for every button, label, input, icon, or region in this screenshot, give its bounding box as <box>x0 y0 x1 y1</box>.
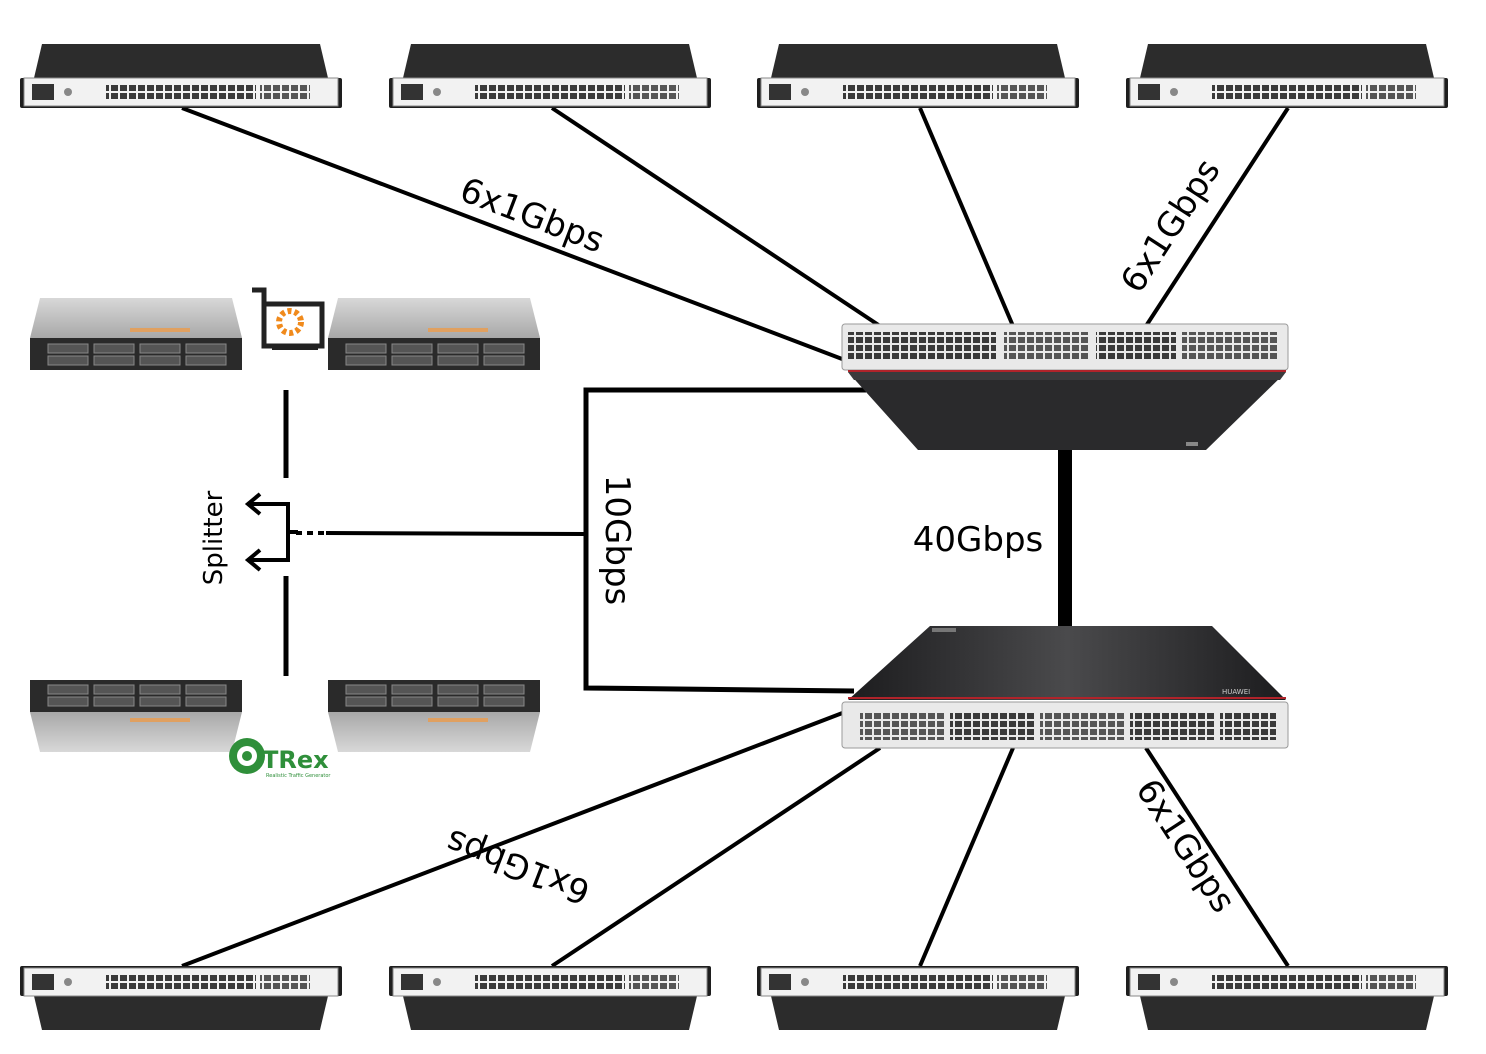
server-3 <box>30 680 242 752</box>
switch-brand-label: HUAWEI <box>1222 688 1250 696</box>
link-bottom-2 <box>550 746 882 968</box>
bottom-access-switch-2 <box>389 966 711 1030</box>
label-40gbps: 40Gbps <box>913 520 1044 560</box>
core-switch-upper <box>841 323 1289 450</box>
bottom-access-switch-4 <box>1126 966 1448 1030</box>
bottom-access-switch-3 <box>757 966 1079 1030</box>
bottom-access-switch-1 <box>20 966 342 1030</box>
label-bottom-left-6x1gbps: 6x1Gbps <box>441 821 596 912</box>
label-bottom-right-6x1gbps: 6x1Gbps <box>1127 772 1243 920</box>
link-top-4 <box>1144 106 1290 328</box>
link-splitter-feed <box>325 531 587 536</box>
splitter-icon <box>244 492 298 572</box>
link-bottom-1 <box>181 710 846 968</box>
label-10gbps: 10Gbps <box>597 475 637 606</box>
trex-title: TRex <box>262 746 329 774</box>
link-10g-bracket <box>583 387 866 694</box>
connection-lines <box>181 106 1290 968</box>
label-top-left-6x1gbps: 6x1Gbps <box>454 170 609 261</box>
trex-subtitle: Realistic Traffic Generator <box>266 773 331 779</box>
trex-logo: TRex Realistic Traffic Generator <box>229 738 331 779</box>
top-access-switch-1 <box>20 44 342 108</box>
bottom-access-switches <box>20 966 1448 1030</box>
top-access-switches <box>20 44 1448 108</box>
server-4 <box>328 680 540 752</box>
server-1 <box>30 298 242 370</box>
link-bottom-3 <box>918 747 1015 967</box>
top-access-switch-3 <box>757 44 1079 108</box>
nic-card-icon <box>252 287 325 350</box>
servers <box>30 298 540 752</box>
link-top-1 <box>181 106 851 364</box>
top-access-switch-2 <box>389 44 711 108</box>
link-top-3 <box>918 107 1015 327</box>
core-switch-lower: HUAWEI <box>841 626 1289 749</box>
link-top-2 <box>550 106 882 328</box>
server-2 <box>328 298 540 370</box>
top-access-switch-4 <box>1126 44 1448 108</box>
label-splitter: Splitter <box>199 490 229 585</box>
link-bottom-4 <box>1144 746 1290 968</box>
